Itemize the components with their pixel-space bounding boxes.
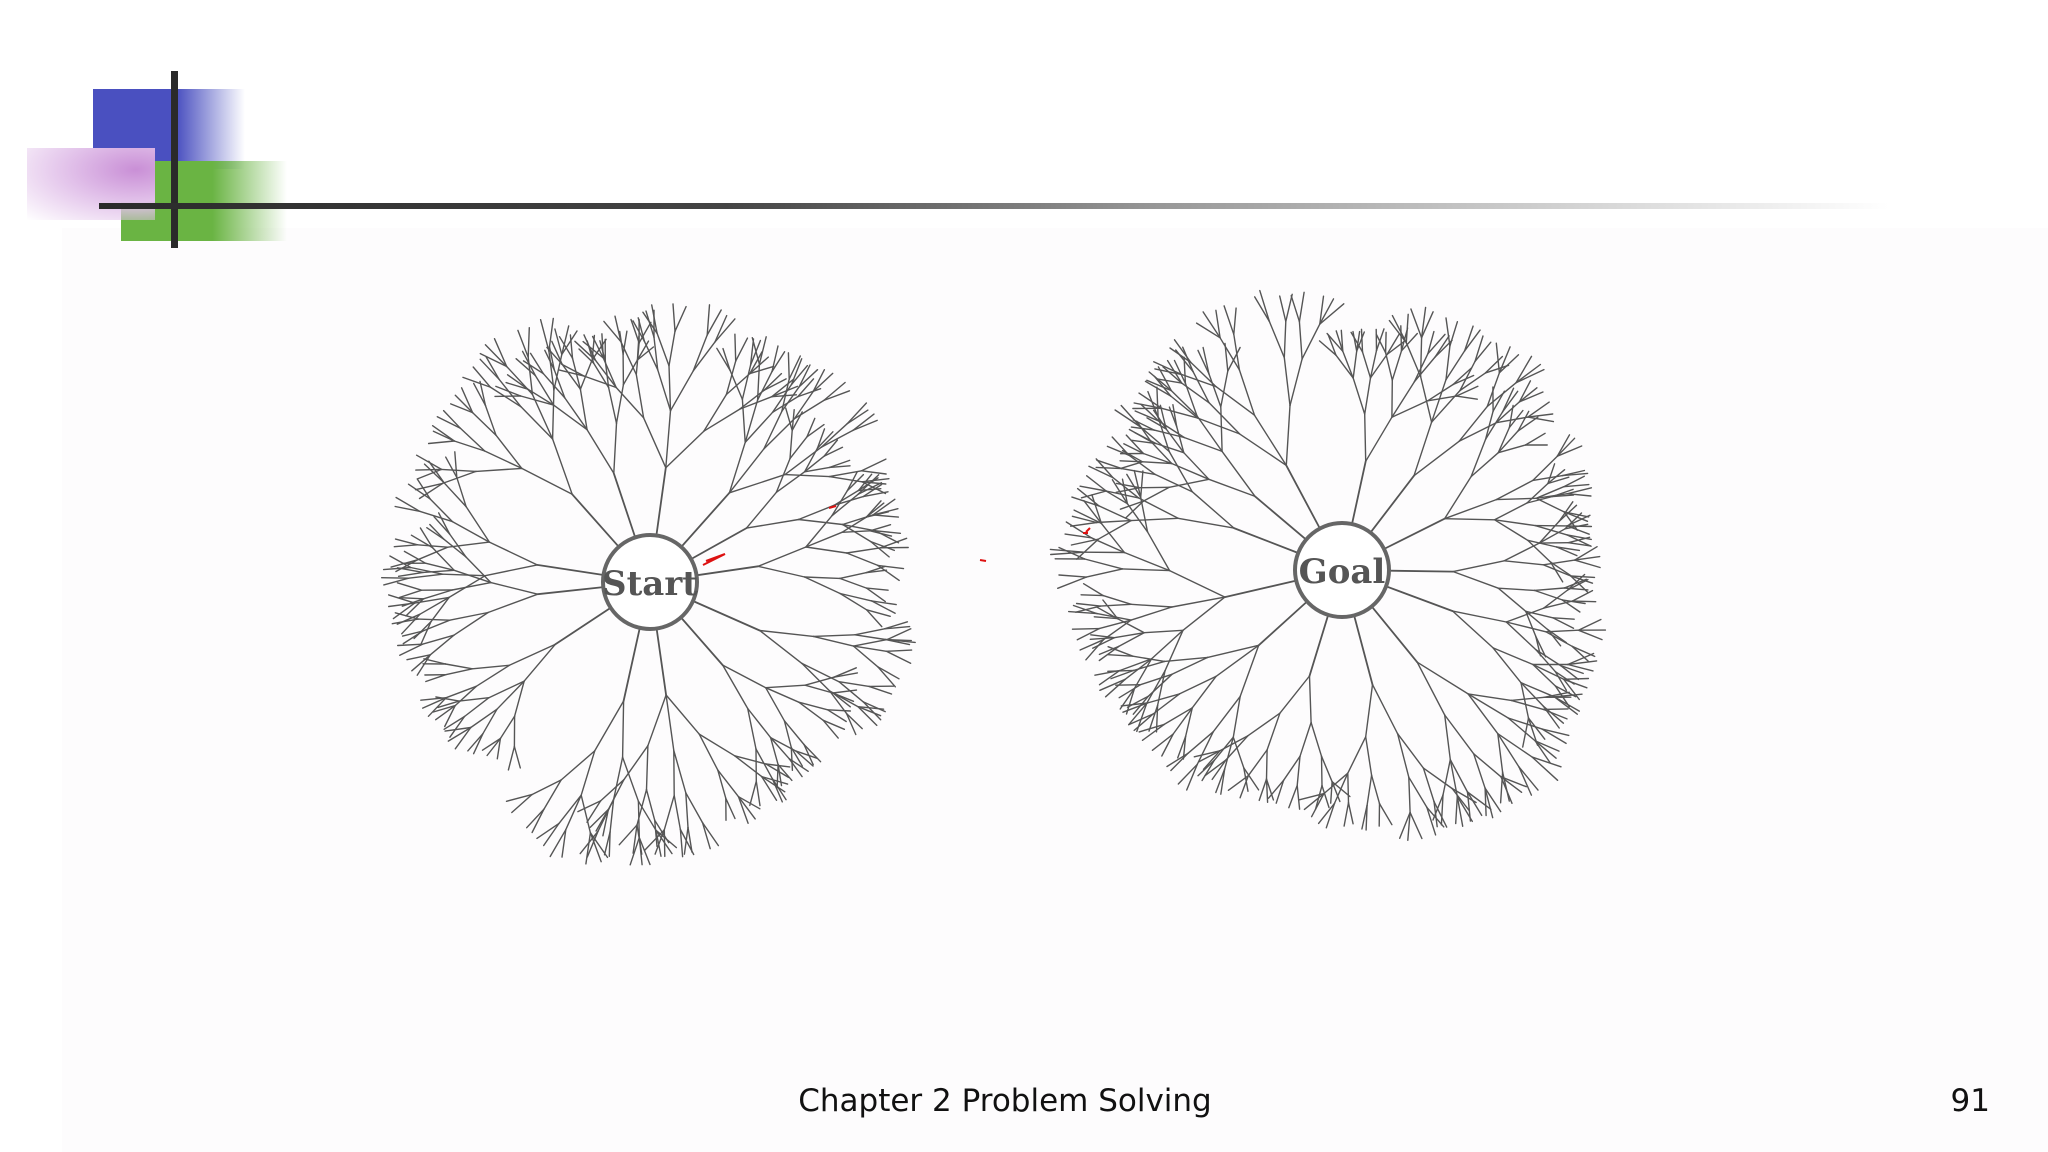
- slide-background: [62, 228, 2048, 1152]
- footer-title: Chapter 2 Problem Solving: [798, 1083, 1212, 1119]
- goal-search-tree: [1049, 289, 1607, 841]
- goal-label: Goal: [1299, 552, 1386, 592]
- goal-node: Goal: [1293, 521, 1391, 619]
- start-search-tree: [380, 303, 916, 866]
- start-node: Start: [601, 533, 699, 631]
- red-marks: [702, 505, 1091, 566]
- decor-pink-square: [27, 148, 155, 220]
- title-rule-line: [99, 203, 1889, 209]
- start-label: Start: [602, 564, 698, 604]
- bidirectional-search-diagram: Start Goal: [380, 289, 1607, 866]
- page-number: 91: [1950, 1083, 1990, 1119]
- decor-vertical-rule: [171, 71, 178, 248]
